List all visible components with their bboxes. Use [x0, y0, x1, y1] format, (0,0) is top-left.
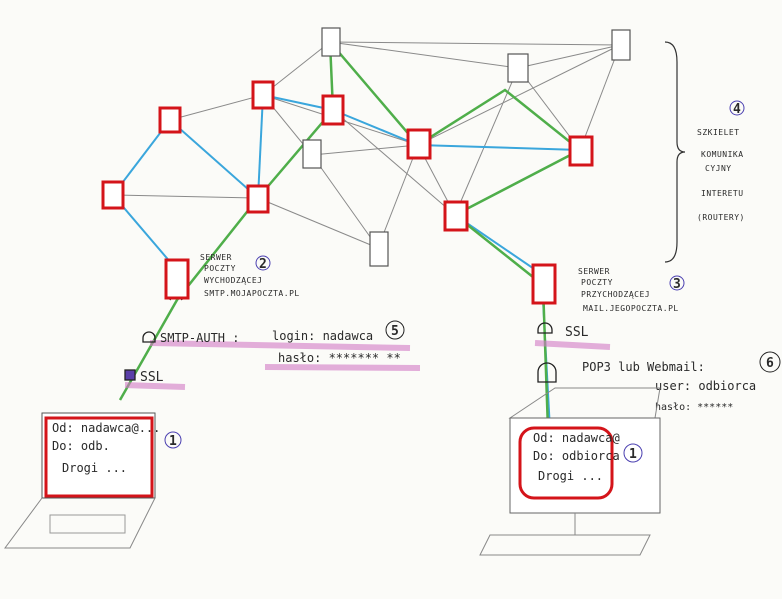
badge-2: 2 — [259, 257, 267, 272]
outgoing-server-line: SERWER — [200, 253, 232, 262]
router-icon — [369, 231, 389, 267]
smtp-auth-label: SMTP-AUTH : — [160, 331, 239, 345]
router-icon — [101, 180, 125, 210]
backbone-line: SZKIELET — [697, 128, 740, 137]
pop3-label: POP3 lub Webmail: — [582, 360, 705, 374]
router-icon — [611, 29, 631, 61]
incoming-server-line: SERWER — [578, 267, 610, 276]
badge-1-left: 1 — [169, 434, 177, 449]
badge-5: 5 — [391, 324, 399, 339]
backbone-brace — [664, 41, 686, 263]
incoming-server-line: MAIL.JEGOPOCZTA.PL — [583, 304, 679, 313]
smtp-login: login: nadawca — [272, 329, 373, 343]
highlights — [124, 340, 611, 390]
ssl-right-label: SSL — [565, 325, 589, 340]
mail-server-out-icon — [164, 258, 190, 300]
smtp-password: hasło: ******* ** — [278, 351, 401, 365]
router-icon — [251, 80, 275, 110]
sender-to: Do: odb. — [52, 439, 110, 453]
badge-3: 3 — [673, 277, 681, 292]
router-icon — [406, 128, 432, 160]
backbone-line: CYJNY — [705, 164, 732, 173]
backbone-line: INTERETU — [701, 189, 744, 198]
router-icon — [321, 94, 345, 126]
sender-laptop: Od: nadawca@... Do: odb. Drogi ... — [4, 412, 160, 549]
incoming-server-line: PRZYCHODZĄCEJ — [581, 290, 650, 299]
badge-4: 4 — [733, 102, 741, 117]
sender-from: Od: nadawca@... — [52, 421, 160, 435]
badge-1-right: 1 — [629, 447, 637, 462]
pop3-password: hasło: ****** — [655, 402, 733, 413]
router-icon — [443, 200, 469, 232]
router-icon — [246, 184, 270, 214]
gray-routers — [302, 27, 631, 267]
recipient-computer: Od: nadawca@ Do: odbiorca Drogi ... — [479, 387, 661, 556]
recipient-body: Drogi ... — [538, 469, 603, 483]
badge-6: 6 — [766, 356, 774, 371]
recipient-to: Do: odbiorca — [533, 449, 620, 463]
mail-server-in-icon — [531, 263, 557, 305]
router-icon — [158, 106, 182, 134]
outgoing-server-line: SMTP.MOJAPOCZTA.PL — [204, 289, 300, 298]
router-icon — [302, 139, 322, 169]
backbone-line: KOMUNIKA — [701, 150, 744, 159]
number-badges: 2 3 4 5 6 1 1 — [164, 100, 781, 463]
outgoing-server-line: WYCHODZĄCEJ — [204, 276, 262, 285]
incoming-server-line: POCZTY — [581, 278, 613, 287]
recipient-from: Od: nadawca@ — [533, 431, 620, 445]
outgoing-server-line: POCZTY — [204, 264, 236, 273]
pop3-user: user: odbiorca — [655, 379, 756, 393]
lock-icon — [124, 322, 557, 383]
router-icon — [568, 135, 594, 167]
routers — [101, 80, 594, 305]
sender-body: Drogi ... — [62, 461, 127, 475]
router-icon — [507, 53, 529, 83]
ssl-left-label: SSL — [140, 370, 164, 385]
backbone-line: (ROUTERY) — [697, 213, 745, 222]
gray-links — [112, 41, 621, 249]
router-icon — [321, 27, 341, 57]
